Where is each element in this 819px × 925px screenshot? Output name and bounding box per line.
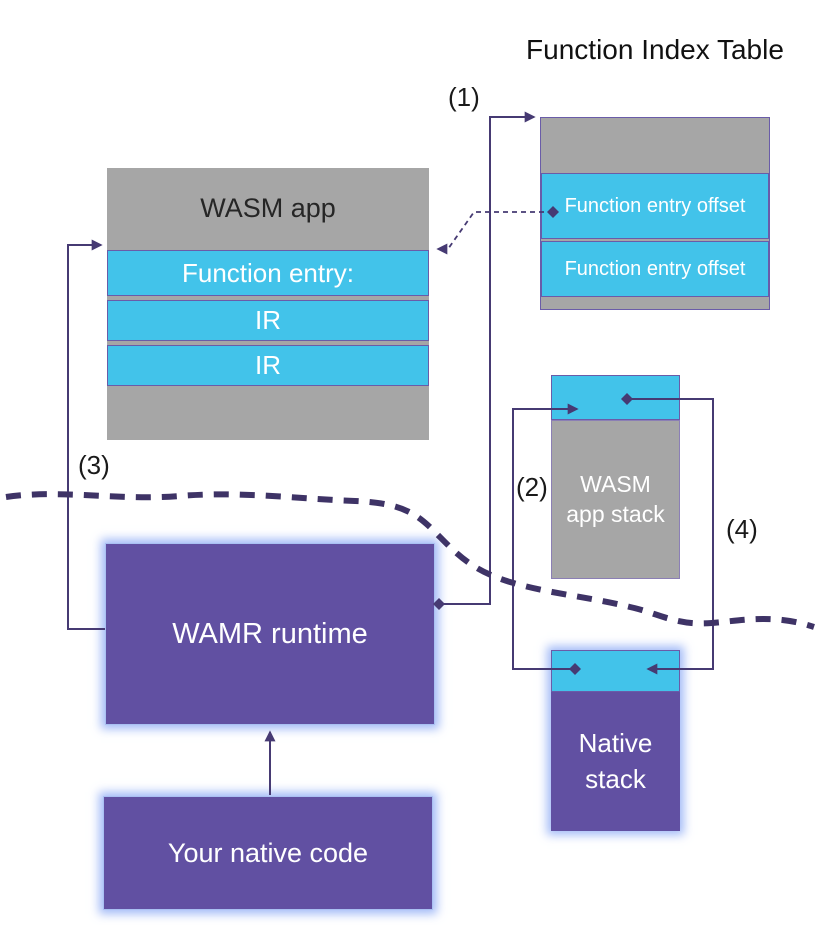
wamr-runtime-box: WAMR runtime <box>105 543 435 725</box>
function-entry-offset-row-2: Function entry offset <box>541 241 769 297</box>
native-code-label: Your native code <box>167 837 369 868</box>
wamr-runtime-label: WAMR runtime <box>172 617 368 650</box>
function-entry-offset-row-1: Function entry offset <box>541 173 769 239</box>
annotation-step-1: (1) <box>448 82 480 112</box>
wasm-app-stack-header <box>551 375 680 420</box>
wasm-app-function-entry-row: Function entry: <box>107 250 429 296</box>
function-index-table-title: Function Index Table <box>526 34 784 65</box>
connector-step-1-line <box>440 111 536 605</box>
wasm-app-ir-row-2: IR <box>107 345 429 386</box>
wasm-app-header-label: WASM app <box>200 192 336 223</box>
wasm-app-stack-box: WASM app stack <box>551 375 680 579</box>
native-code-box: Your native code <box>103 796 433 910</box>
wasm-app-box: WASM app Function entry: IR IR <box>107 168 429 440</box>
native-stack-box: Native stack <box>551 650 680 831</box>
function-index-table-box: Function entry offset Function entry off… <box>540 117 770 310</box>
connector-function-entry-dashed-arrow <box>436 211 553 255</box>
annotation-step-3: (3) <box>78 450 110 480</box>
annotation-step-2: (2) <box>516 472 548 502</box>
connector-step-3-line <box>67 239 105 630</box>
annotation-step-4: (4) <box>726 514 758 544</box>
native-stack-label: Native stack <box>551 692 680 831</box>
wasm-app-stack-label: WASM app stack <box>551 420 680 579</box>
wasm-app-ir-row-1: IR <box>107 300 429 341</box>
native-stack-header <box>551 650 680 692</box>
